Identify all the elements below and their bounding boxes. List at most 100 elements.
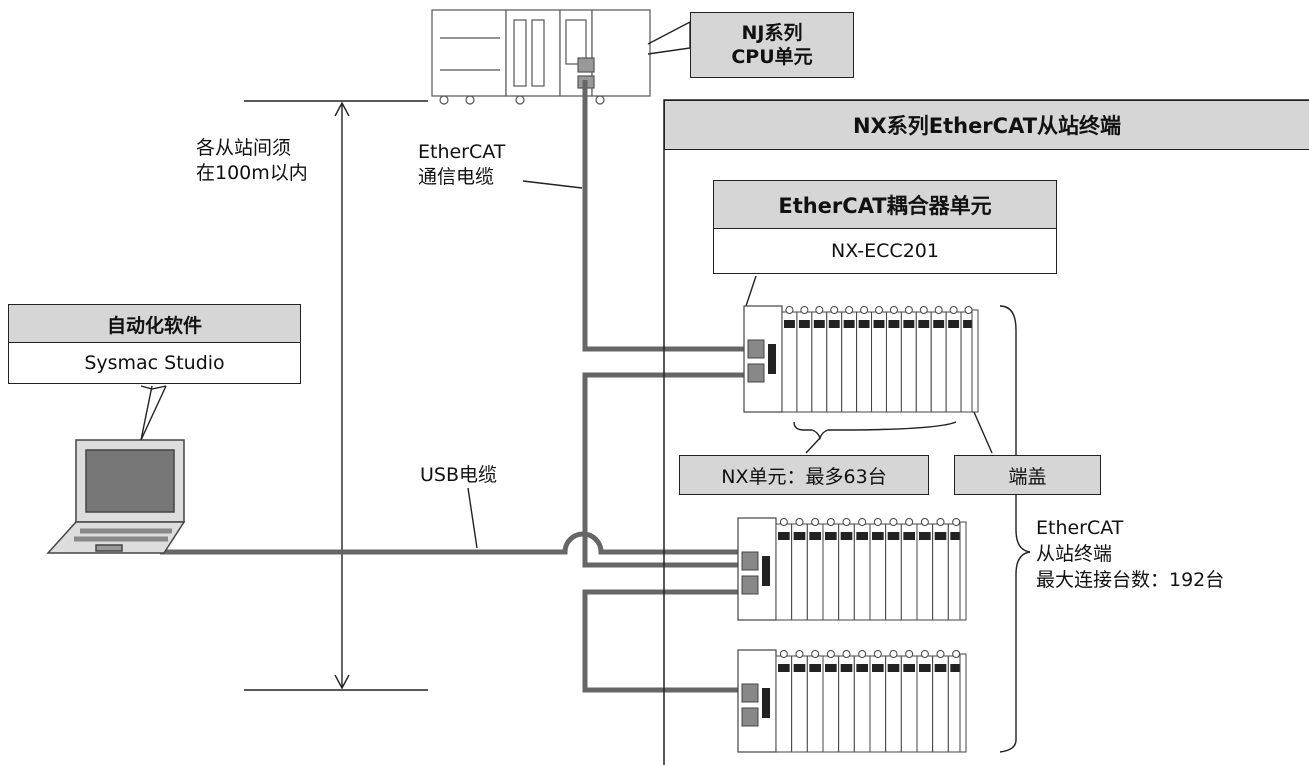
- terminal-screw: [952, 650, 961, 658]
- unit-indicator-strip: [809, 532, 821, 540]
- ethercat-cable-line1: EtherCAT: [418, 141, 506, 163]
- coupler-callout-line: [745, 275, 757, 307]
- cpu-unit-line1: NJ系列: [741, 22, 803, 44]
- terminal-screw: [842, 650, 851, 658]
- unit-indicator-strip: [778, 664, 790, 672]
- cpu-unit-label: NJ系列 CPU单元: [690, 12, 854, 78]
- coupler-title-text: EtherCAT耦合器单元: [778, 194, 992, 218]
- status-indicators: [768, 344, 776, 374]
- terminal-screw: [905, 518, 914, 526]
- terminal-screw: [949, 306, 958, 314]
- slave-terminal-brace: [999, 305, 1031, 753]
- coupler-model: NX-ECC201: [713, 228, 1057, 274]
- terminal-screw: [904, 306, 913, 314]
- slave-terminal-title-text: NX系列EtherCAT从站终端: [852, 114, 1122, 138]
- ethercat-port-out: [741, 575, 759, 595]
- cpu-unit-line2: CPU单元: [731, 46, 813, 68]
- slave-summary-line2: 从站终端: [1036, 543, 1113, 565]
- terminal-screw: [785, 306, 794, 314]
- cpu-callout-line: [647, 20, 691, 55]
- unit-indicator-strip: [919, 532, 931, 540]
- terminal-screw: [934, 306, 943, 314]
- unit-indicator-strip: [948, 320, 960, 328]
- terminal-screw: [779, 518, 788, 526]
- end-cover-label: 端盖: [954, 455, 1101, 495]
- ethercat-port-out: [747, 363, 765, 383]
- nx-units-label: NX单元：最多63台: [679, 455, 929, 495]
- plc-icon: [431, 9, 651, 105]
- coupler-model-text: NX-ECC201: [831, 240, 939, 262]
- unit-indicator-strip: [856, 532, 868, 540]
- end-cover: [959, 653, 967, 753]
- status-indicators: [762, 688, 770, 718]
- unit-indicator-strip: [828, 320, 840, 328]
- terminal-screw: [875, 306, 883, 314]
- unit-indicator-strip: [903, 320, 915, 328]
- terminal-screw: [905, 650, 914, 658]
- coupler-title: EtherCAT耦合器单元: [713, 180, 1057, 230]
- unit-indicator-strip: [963, 320, 974, 328]
- unit-indicator-strip: [840, 664, 853, 672]
- distance-note-line2: 在100m以内: [196, 162, 308, 184]
- unit-indicator-strip: [825, 532, 837, 540]
- unit-indicator-strip: [887, 532, 900, 540]
- terminal-screw: [889, 650, 898, 658]
- terminal-screw: [952, 518, 961, 526]
- unit-indicator-strip: [903, 532, 915, 540]
- terminal-screw: [964, 306, 973, 314]
- terminal-screw: [920, 518, 929, 526]
- unit-indicator-strip: [903, 664, 915, 672]
- unit-indicator-strip: [809, 664, 821, 672]
- terminal-screw: [889, 306, 898, 314]
- terminal-screw: [800, 306, 809, 314]
- ethercat-cable-callout: [522, 180, 583, 189]
- ethercat-cable-line2: 通信电缆: [418, 166, 495, 188]
- unit-indicator-strip: [873, 320, 885, 328]
- ethercat-port-in: [741, 683, 759, 703]
- end-cover: [959, 521, 967, 621]
- status-indicators: [762, 556, 770, 586]
- terminal-screw: [826, 650, 835, 658]
- software-title: 自动化软件: [8, 304, 301, 344]
- unit-indicator-strip: [950, 532, 962, 540]
- terminal-screw: [858, 518, 867, 526]
- unit-indicator-strip: [872, 532, 884, 540]
- ethercat-cable-label: EtherCAT 通信电缆: [418, 140, 505, 190]
- terminal-screw: [920, 650, 929, 658]
- terminal-screw: [858, 650, 867, 658]
- unit-indicator-strip: [843, 320, 855, 328]
- terminal-screw: [936, 650, 945, 658]
- unit-indicator-strip: [784, 320, 795, 328]
- usb-cable: [160, 531, 750, 555]
- software-callout-line: [140, 385, 167, 390]
- usb-cable-callout: [467, 487, 478, 549]
- unit-indicator-strip: [778, 532, 790, 540]
- usb-cable-label: USB电缆: [420, 464, 498, 486]
- terminal-screw: [936, 518, 945, 526]
- unit-indicator-strip: [798, 320, 810, 328]
- laptop-icon: [46, 439, 186, 554]
- terminal-screw: [830, 306, 839, 314]
- unit-indicator-strip: [919, 664, 931, 672]
- unit-indicator-strip: [856, 664, 868, 672]
- terminal-screw: [873, 650, 882, 658]
- end-cover-label-text: 端盖: [1008, 465, 1047, 488]
- terminal-screw: [860, 306, 869, 314]
- unit-indicator-strip: [918, 320, 930, 328]
- unit-indicator-strip: [858, 320, 870, 328]
- unit-indicator-strip: [950, 664, 962, 672]
- terminal-screw: [842, 518, 851, 526]
- terminal-screw: [811, 518, 820, 526]
- end-cover: [971, 309, 979, 413]
- slave-summary-line3: 最大连接台数：192台: [1036, 569, 1225, 591]
- nx-rack-icons: [737, 305, 979, 753]
- terminal-screw: [779, 650, 788, 658]
- software-name-text: Sysmac Studio: [84, 352, 225, 374]
- slave-summary-line1: EtherCAT: [1036, 517, 1124, 539]
- terminal-screw: [845, 306, 854, 314]
- terminal-screw: [889, 518, 898, 526]
- coupler-module: [743, 305, 783, 413]
- slave-terminal-title: NX系列EtherCAT从站终端: [664, 100, 1309, 150]
- unit-indicator-strip: [934, 664, 947, 672]
